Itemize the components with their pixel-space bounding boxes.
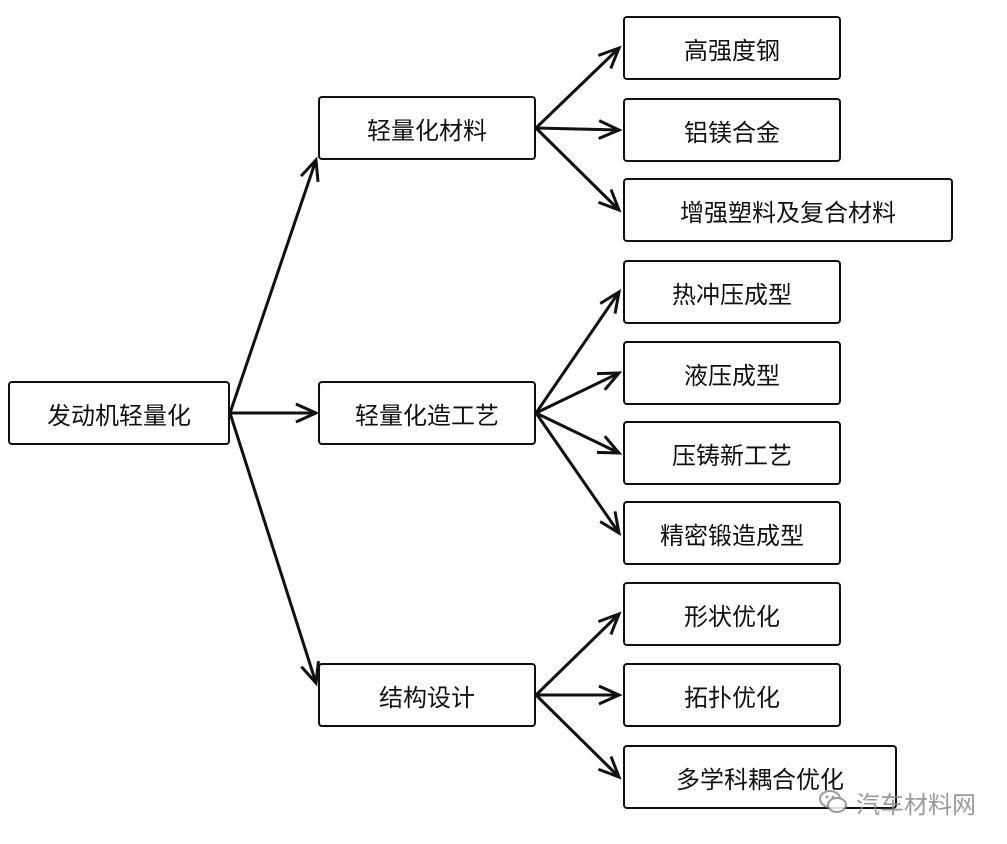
leaf-node: 压铸新工艺 xyxy=(623,421,841,485)
leaf-node: 精密锻造成型 xyxy=(623,501,841,565)
leaf-node-label: 液压成型 xyxy=(684,361,780,390)
root-to-branch-arrow xyxy=(230,402,320,424)
root-node-label: 发动机轻量化 xyxy=(47,401,191,430)
branch-to-leaf-arrow xyxy=(536,684,623,706)
leaf-node: 铝镁合金 xyxy=(623,98,841,162)
branch-to-leaf-arrow xyxy=(534,412,622,537)
branch-to-leaf-arrow xyxy=(535,119,623,140)
leaf-node: 液压成型 xyxy=(623,341,841,405)
branch-to-leaf-arrow xyxy=(534,693,622,780)
root-to-branch-arrow xyxy=(228,412,320,687)
leaf-node-label: 精密锻造成型 xyxy=(660,521,804,550)
leaf-node: 高强度钢 xyxy=(623,16,841,80)
branch-to-leaf-arrow xyxy=(535,411,623,455)
root-to-branch-arrow xyxy=(228,156,320,414)
branch-node-structure: 结构设计 xyxy=(318,663,536,727)
branch-to-leaf-arrow xyxy=(534,611,622,697)
branch-to-leaf-arrow xyxy=(534,288,622,414)
leaf-node: 拓扑优化 xyxy=(623,663,841,727)
leaf-node: 形状优化 xyxy=(623,582,841,646)
branch-to-leaf-arrow xyxy=(535,371,623,415)
branch-node-materials: 轻量化材料 xyxy=(318,96,536,160)
leaf-node: 增强塑料及复合材料 xyxy=(623,178,953,242)
leaf-node-label: 热冲压成型 xyxy=(672,280,792,309)
branch-node-process: 轻量化造工艺 xyxy=(318,381,536,445)
leaf-node-label: 铝镁合金 xyxy=(684,118,780,147)
leaf-node-label: 拓扑优化 xyxy=(684,683,780,712)
watermark: 汽车材料网 xyxy=(818,784,976,820)
branch-to-leaf-arrow xyxy=(534,126,622,213)
branch-node-label: 轻量化造工艺 xyxy=(355,401,499,430)
branch-to-leaf-arrow xyxy=(534,45,622,130)
leaf-node-label: 形状优化 xyxy=(684,602,780,631)
leaf-node-label: 增强塑料及复合材料 xyxy=(680,198,896,227)
leaf-node: 热冲压成型 xyxy=(623,260,841,324)
leaf-node-label: 高强度钢 xyxy=(684,36,780,65)
wechat-icon xyxy=(819,790,847,813)
root-node: 发动机轻量化 xyxy=(8,381,230,445)
leaf-node: 多学科耦合优化 xyxy=(623,745,897,809)
leaf-node-label: 多学科耦合优化 xyxy=(676,765,844,794)
leaf-node-label: 压铸新工艺 xyxy=(672,441,792,470)
watermark-text: 汽车材料网 xyxy=(856,790,976,819)
branch-node-label: 轻量化材料 xyxy=(367,116,487,145)
branch-node-label: 结构设计 xyxy=(379,683,475,712)
